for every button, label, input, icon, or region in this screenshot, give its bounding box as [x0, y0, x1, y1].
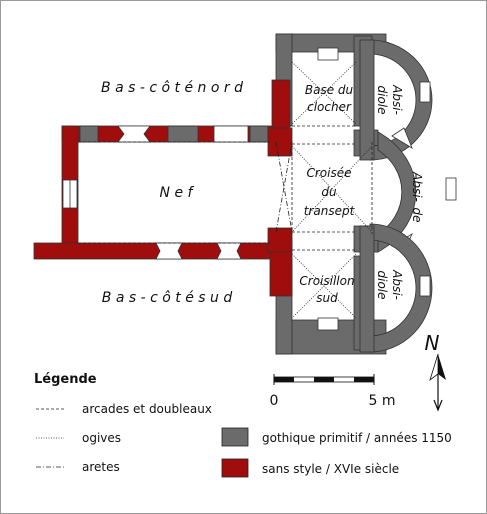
label-absidiole-nord-1: Absi- [390, 84, 404, 115]
legend-label-sans-style: sans style / XVIe siècle [262, 462, 399, 476]
north-arrow: N [425, 331, 446, 412]
legend-swatch-sans-style [221, 458, 249, 478]
legend-title: Légende [34, 372, 97, 387]
label-abside-2: de [410, 208, 424, 223]
legend-label-ogives: ogives [82, 431, 121, 445]
legend-swatch-gothique [221, 427, 249, 447]
nave-walls [33, 125, 279, 260]
label-bas-cote-sud: B a s - c ô t é s u d [102, 290, 233, 306]
label-croisee-1: Croisée [306, 166, 351, 180]
legend-label-gothique: gothique primitif / années 1150 [262, 431, 452, 445]
scale-end-label: 5 m [369, 393, 396, 409]
label-croisee-2: du [321, 185, 337, 199]
scale-bar: 0 5 m [270, 374, 396, 409]
label-croisillon-1: Croisillon [299, 274, 354, 288]
compass-letter: N [425, 331, 440, 355]
apses [359, 39, 457, 353]
label-absidiole-nord-2: diole [375, 85, 389, 114]
scale-start-label: 0 [270, 393, 279, 409]
label-absidiole-sud-2: diole [375, 270, 389, 299]
label-croisillon-2: sud [316, 291, 338, 305]
label-nef: N e f [160, 185, 195, 201]
legend: Légende arcades et doubleaux ogives aret… [34, 372, 452, 478]
label-croisee-3: transept [304, 204, 356, 218]
legend-label-arcades: arcades et doubleaux [82, 402, 212, 416]
vault-lines [78, 61, 373, 319]
label-abside-1: Absi- [410, 171, 424, 202]
legend-label-aretes: aretes [82, 460, 120, 474]
label-bas-cote-nord: B a s - c ô t é n o r d [101, 80, 243, 96]
label-base-clocher-1: Base du [305, 83, 354, 97]
label-absidiole-sud-1: Absi- [390, 269, 404, 300]
label-base-clocher-2: clocher [307, 100, 352, 114]
plan-labels: B a s - c ô t é n o r d B a s - c ô t é … [101, 80, 424, 306]
